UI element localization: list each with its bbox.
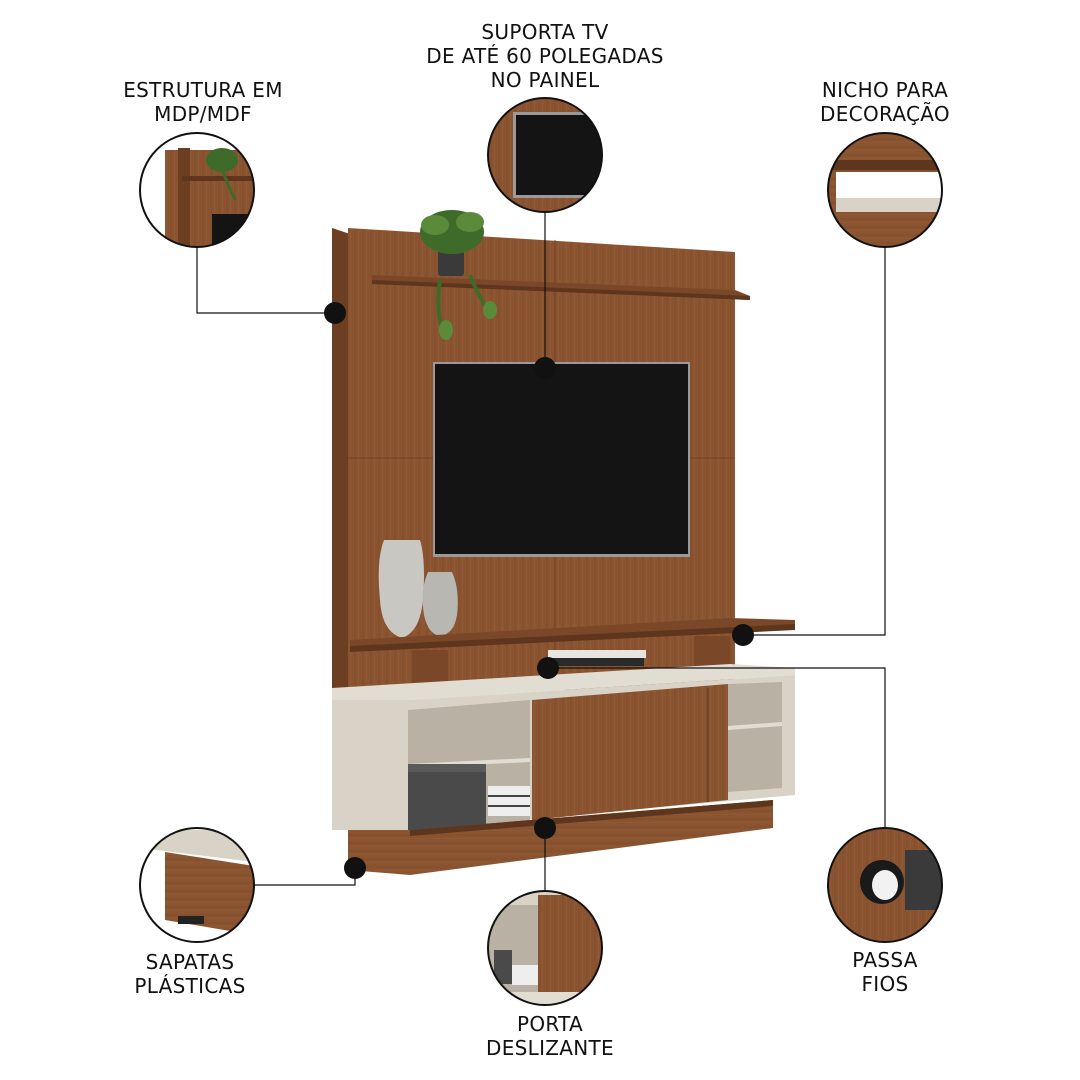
middle-shelf bbox=[350, 618, 795, 688]
callout-passa-line-1: PASSA bbox=[852, 948, 918, 972]
dot-porta bbox=[534, 817, 556, 839]
dot-passa-fios bbox=[537, 657, 559, 679]
callout-porta-line-2: DESLIZANTE bbox=[486, 1036, 614, 1060]
plant-decoration bbox=[420, 210, 497, 341]
rack-cabinet bbox=[332, 664, 795, 875]
dot-suporta-tv bbox=[534, 357, 556, 379]
callout-suporta-line-2: DE ATÉ 60 POLEGADAS bbox=[426, 44, 664, 68]
detail-nicho bbox=[827, 132, 943, 248]
callout-porta-line-1: PORTA bbox=[516, 1012, 584, 1036]
callout-nicho-line-1: NICHO PARA bbox=[821, 78, 949, 102]
callout-passa-line-2: FIOS bbox=[861, 972, 909, 996]
callout-label-nicho: NICHO PARA DECORAÇÃO bbox=[800, 78, 970, 126]
callout-label-estrutura: ESTRUTURA EM MDP/MDF bbox=[118, 78, 288, 126]
callout-estrutura-line-1: ESTRUTURA EM bbox=[123, 78, 283, 102]
callout-sapatas-line-1: SAPATAS bbox=[145, 950, 235, 974]
detail-porta-deslizante bbox=[487, 890, 603, 1006]
television bbox=[433, 362, 690, 557]
detail-estrutura bbox=[139, 132, 255, 248]
callout-label-passa-fios: PASSA FIOS bbox=[815, 948, 955, 996]
detail-passa-fios bbox=[827, 827, 943, 943]
dot-nicho bbox=[732, 624, 754, 646]
detail-suporta-tv bbox=[487, 97, 603, 213]
dot-sapatas bbox=[344, 857, 366, 879]
callout-label-porta: PORTA DESLIZANTE bbox=[470, 1012, 630, 1060]
vases-decoration bbox=[378, 540, 458, 638]
callout-sapatas-line-2: PLÁSTICAS bbox=[134, 974, 246, 998]
callout-estrutura-line-2: MDP/MDF bbox=[154, 102, 252, 126]
dot-estrutura bbox=[324, 302, 346, 324]
callout-dots bbox=[324, 302, 754, 879]
callout-label-suporta-tv: SUPORTA TV DE ATÉ 60 POLEGADAS NO PAINEL bbox=[400, 20, 690, 92]
callout-label-sapatas: SAPATAS PLÁSTICAS bbox=[120, 950, 260, 998]
callout-nicho-line-2: DECORAÇÃO bbox=[820, 102, 950, 126]
detail-sapatas bbox=[139, 827, 255, 943]
callout-suporta-line-1: SUPORTA TV bbox=[481, 20, 609, 44]
callout-suporta-line-3: NO PAINEL bbox=[490, 68, 600, 92]
